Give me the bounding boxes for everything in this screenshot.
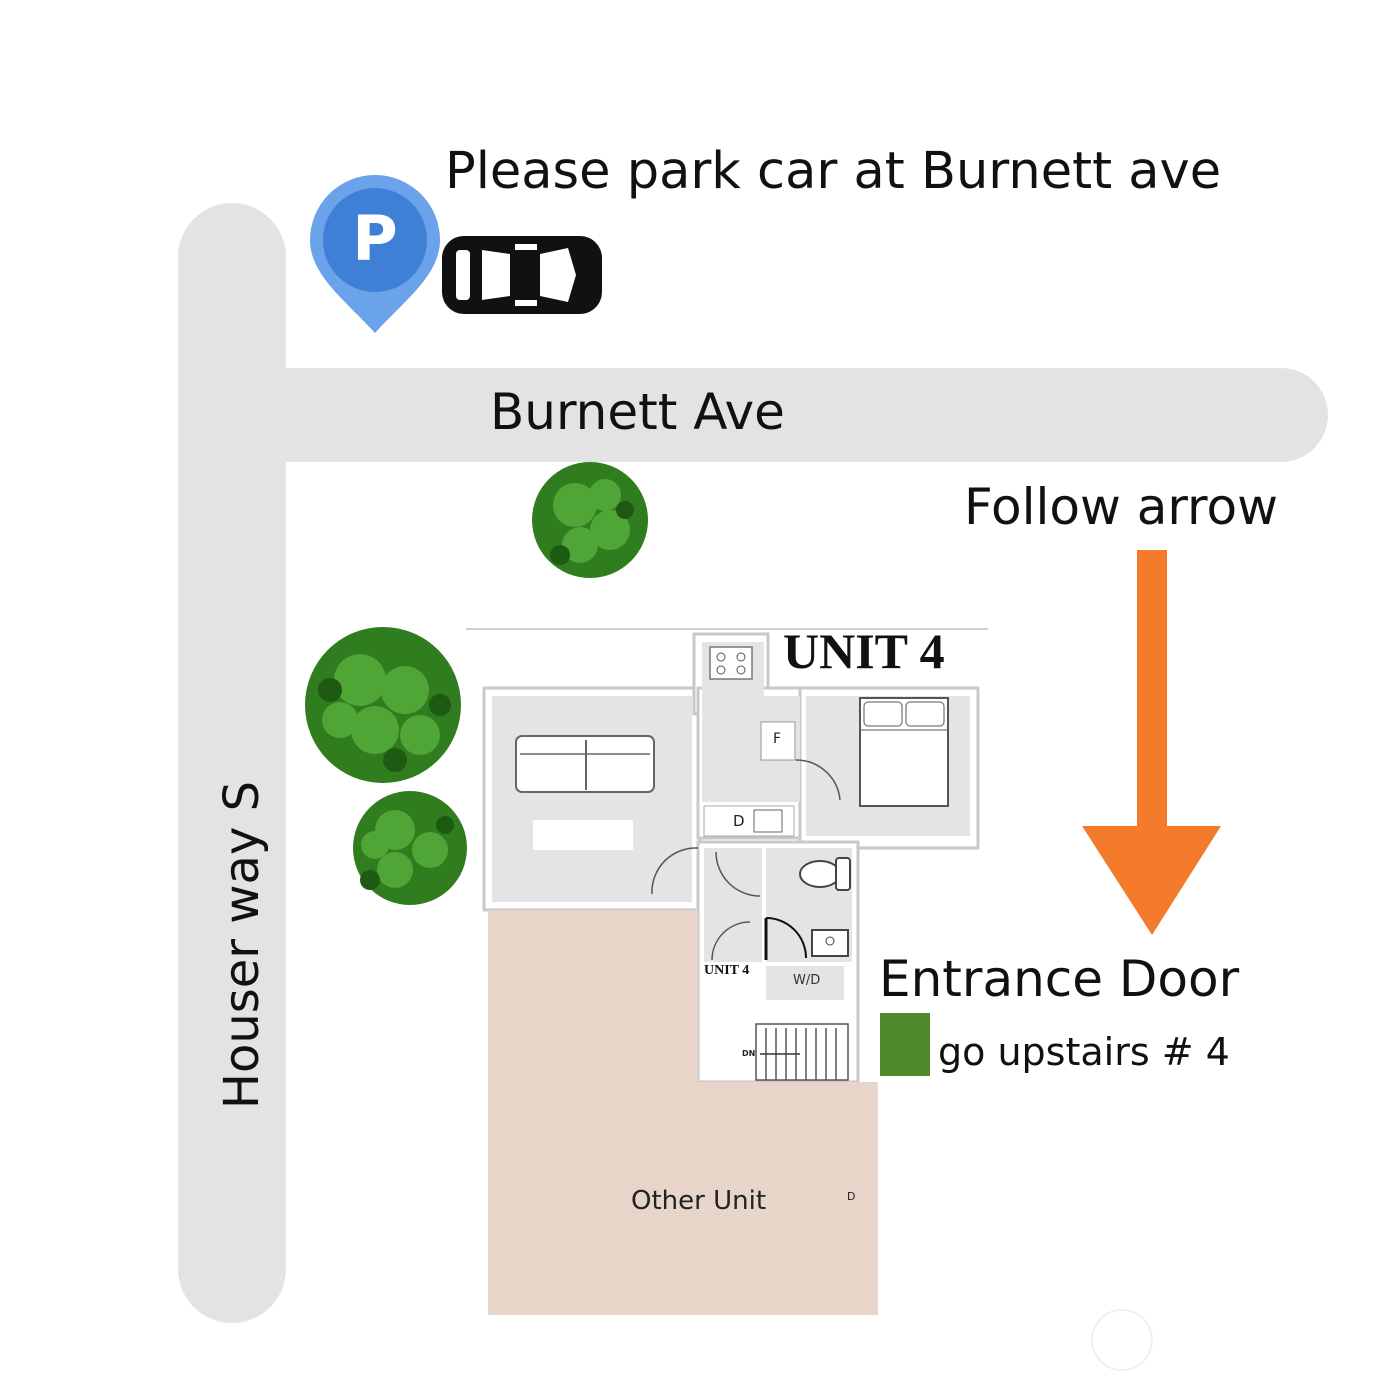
entrance-marker (880, 1013, 930, 1076)
unit-small-label: UNIT 4 (704, 963, 750, 978)
entrance-title: Entrance Door (879, 950, 1240, 1008)
other-unit-door-label: D (847, 1190, 856, 1203)
street-label-burnett: Burnett Ave (490, 383, 785, 441)
dishwasher-label: D (733, 812, 745, 830)
street-label-houser: Houser way S (214, 780, 270, 1110)
washer-dryer-label: W/D (793, 973, 821, 988)
stairs-down-label: DN (742, 1049, 756, 1058)
unit-title: UNIT 4 (783, 623, 945, 679)
other-unit-label: Other Unit (631, 1186, 767, 1216)
parking-pin-letter: P (352, 202, 398, 275)
entrance-instruction: go upstairs # 4 (938, 1030, 1230, 1074)
fridge-label: F (773, 731, 782, 747)
road-burnett-ave (178, 368, 1328, 462)
follow-arrow-note: Follow arrow (964, 478, 1278, 536)
parking-note: Please park car at Burnett ave (445, 142, 1222, 201)
